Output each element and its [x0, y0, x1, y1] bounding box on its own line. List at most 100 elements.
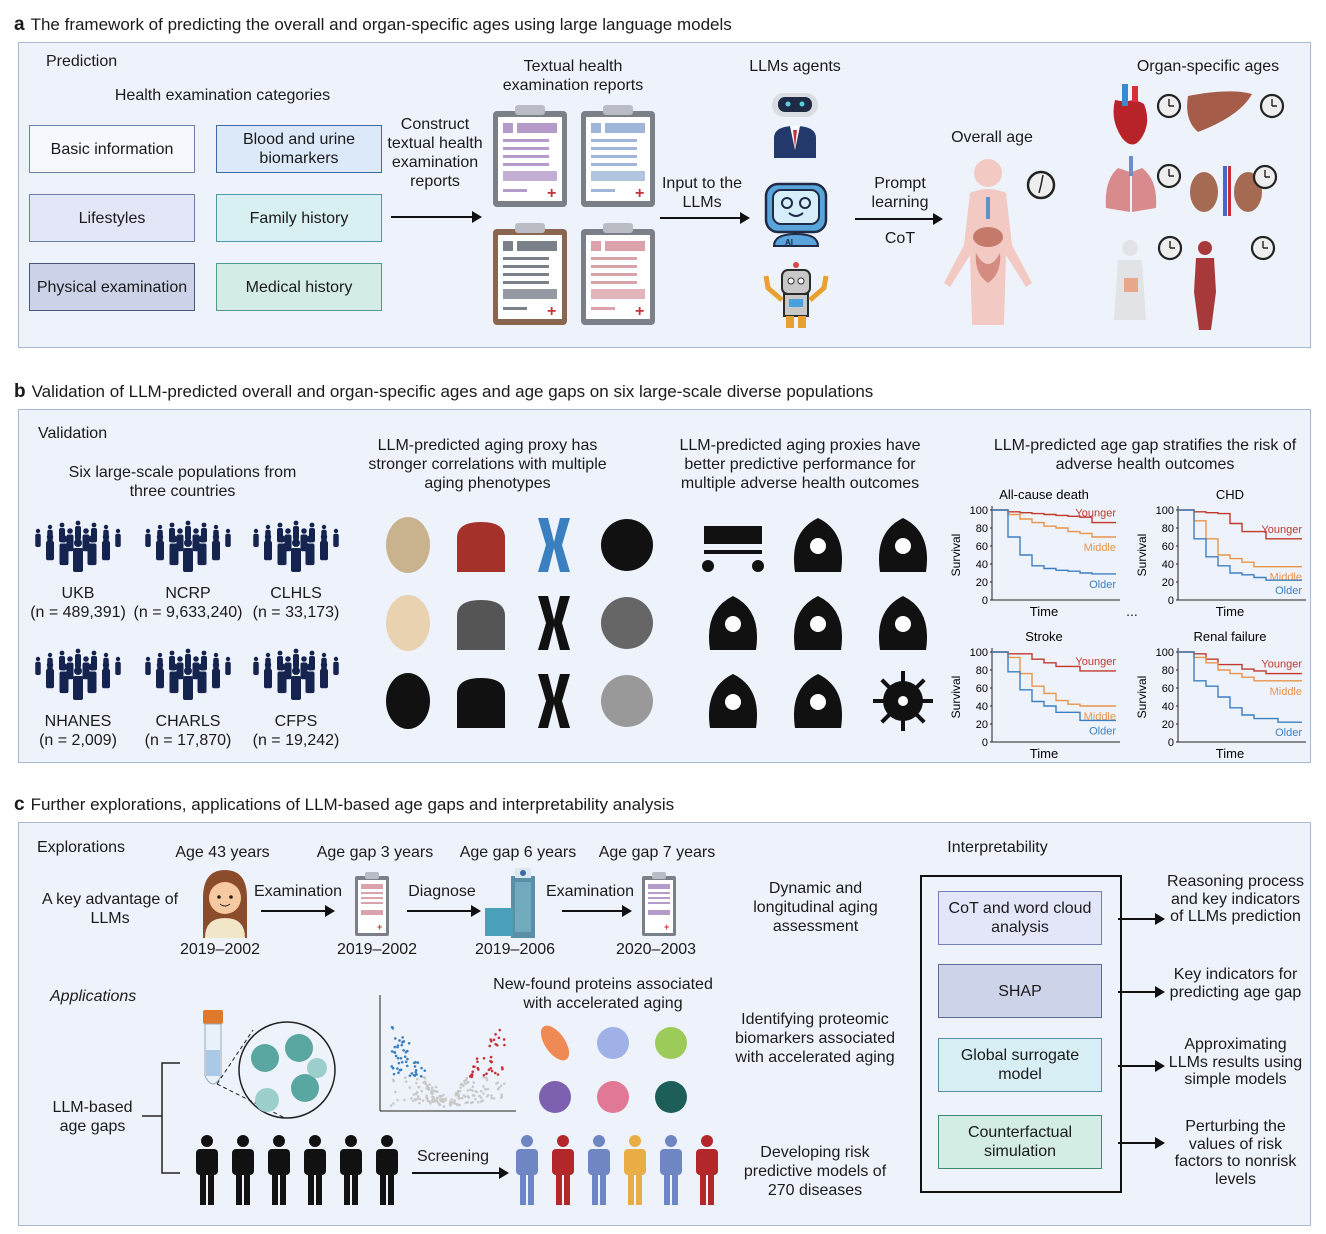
- stage-label-validation: Validation: [38, 425, 108, 442]
- volcano-point: [464, 1082, 467, 1085]
- survival-chart: CHD020406080100SurvivalTimeYoungerMiddle…: [1135, 487, 1306, 619]
- protein-icon: [655, 1081, 687, 1113]
- series-line-middle: [1178, 509, 1302, 568]
- series-label-younger: Younger: [1075, 508, 1116, 520]
- person-figure-icon: [376, 1135, 398, 1205]
- volcano-point: [489, 1059, 492, 1063]
- y-tick-label: 40: [976, 701, 988, 713]
- population-name: CLHLS: [270, 585, 322, 602]
- volcano-point: [393, 1045, 397, 1049]
- clock-icon: [1250, 235, 1276, 261]
- volcano-point: [463, 1079, 466, 1083]
- volcano-point: [502, 1082, 506, 1085]
- series-line-older: [992, 651, 1116, 722]
- volcano-point: [403, 1055, 407, 1059]
- volcano-point: [498, 1028, 502, 1032]
- volcano-point: [414, 1068, 418, 1072]
- clock-icon: [1157, 235, 1183, 261]
- volcano-point: [470, 1073, 474, 1076]
- volcano-point: [457, 1095, 460, 1098]
- volcano-point: [396, 1056, 400, 1060]
- protein-sample-illustration: [203, 1010, 336, 1119]
- volcano-point: [466, 1080, 470, 1084]
- volcano-point: [490, 1069, 494, 1073]
- volcano-point: [390, 1025, 394, 1029]
- svg-text:+: +: [635, 303, 644, 320]
- volcano-point: [438, 1095, 442, 1098]
- population-count: (n = 33,173): [252, 604, 340, 621]
- volcano-point: [451, 1101, 454, 1104]
- arrow-screening: [412, 1167, 509, 1179]
- volcano-point: [502, 1038, 506, 1041]
- series-line-younger: [992, 651, 1116, 672]
- volcano-point: [421, 1099, 425, 1102]
- method-label: SHAP: [998, 982, 1042, 1000]
- series-label-middle: Middle: [1270, 572, 1302, 584]
- protein-icon: [655, 1027, 687, 1059]
- volcano-point: [420, 1066, 423, 1070]
- category-label: Family history: [249, 209, 349, 227]
- clock-icon: [1156, 163, 1182, 189]
- crowd-icon: [253, 648, 339, 700]
- volcano-point: [472, 1065, 475, 1068]
- category-label: Blood and urine biomarkers: [242, 131, 356, 167]
- volcano-point: [415, 1081, 418, 1085]
- y-tick-label: 100: [970, 647, 988, 659]
- timeline-top-2: Age gap 6 years: [459, 844, 577, 861]
- y-tick-label: 20: [976, 577, 988, 589]
- volcano-point: [469, 1088, 472, 1091]
- chest-pain-icon: [793, 518, 843, 572]
- method-box: SHAP: [938, 964, 1102, 1018]
- volcano-point: [401, 1036, 404, 1039]
- svg-text:+: +: [547, 303, 556, 320]
- person-figure-icon: [588, 1135, 610, 1205]
- volcano-point: [417, 1085, 420, 1089]
- arrow-examination-2: [562, 905, 632, 917]
- timeline-bottom-1: 2019–2002: [336, 941, 418, 958]
- timeline-bottom-3: 2020–2003: [615, 941, 697, 958]
- volcano-point: [458, 1103, 462, 1107]
- human-body-icon: [944, 159, 1056, 325]
- walker-icon: [457, 600, 505, 650]
- reports-heading: Textual health examination reports: [502, 58, 644, 94]
- volcano-point: [396, 1098, 399, 1102]
- volcano-point: [391, 1066, 395, 1070]
- volcano-point: [480, 1089, 483, 1093]
- volcano-point: [455, 1102, 459, 1106]
- hearing-icon: [601, 519, 653, 571]
- y-tick-label: 60: [976, 683, 988, 695]
- arrow-diagnose: [407, 905, 481, 917]
- volcano-point: [459, 1086, 462, 1089]
- robot-ai-icon: AI: [764, 182, 828, 247]
- person-figure-icon: [196, 1135, 218, 1205]
- volcano-point: [426, 1099, 430, 1103]
- timeline-bottom-0: 2019–2002: [179, 941, 261, 958]
- age-gaps-label: LLM-based age gaps: [52, 1099, 133, 1135]
- chart-title: Stroke: [1025, 629, 1063, 644]
- volcano-point: [485, 1076, 488, 1079]
- y-tick-label: 40: [976, 559, 988, 571]
- y-tick-label: 0: [982, 595, 988, 607]
- report-icon: +: [355, 872, 389, 936]
- y-axis-label: Survival: [1135, 534, 1149, 577]
- volcano-point: [444, 1098, 447, 1102]
- population-ncrp: NCRP(n = 9,633,240): [134, 517, 242, 622]
- method-box: Global surrogate model: [938, 1038, 1102, 1092]
- volcano-point: [500, 1093, 503, 1096]
- volcano-point: [499, 1096, 503, 1099]
- person-figure-icon: [232, 1135, 254, 1205]
- volcano-point: [471, 1094, 475, 1097]
- population-ukb: UKB(n = 489,391): [28, 517, 128, 622]
- prompt-learning-label: Prompt learning: [871, 175, 929, 211]
- timeline-bottom-2: 2019–2006: [474, 941, 556, 958]
- volcano-point: [416, 1097, 420, 1100]
- volcano-point: [410, 1072, 414, 1075]
- survival-chart: All-cause death020406080100SurvivalTimeY…: [949, 487, 1120, 619]
- population-charls: CHARLS(n = 17,870): [138, 645, 238, 750]
- report-clipboard-icon: +: [493, 105, 567, 207]
- volcano-point: [486, 1087, 490, 1091]
- hospital-icon: [485, 868, 535, 938]
- category-label: Lifestyles: [78, 209, 146, 227]
- volcano-point: [467, 1096, 471, 1099]
